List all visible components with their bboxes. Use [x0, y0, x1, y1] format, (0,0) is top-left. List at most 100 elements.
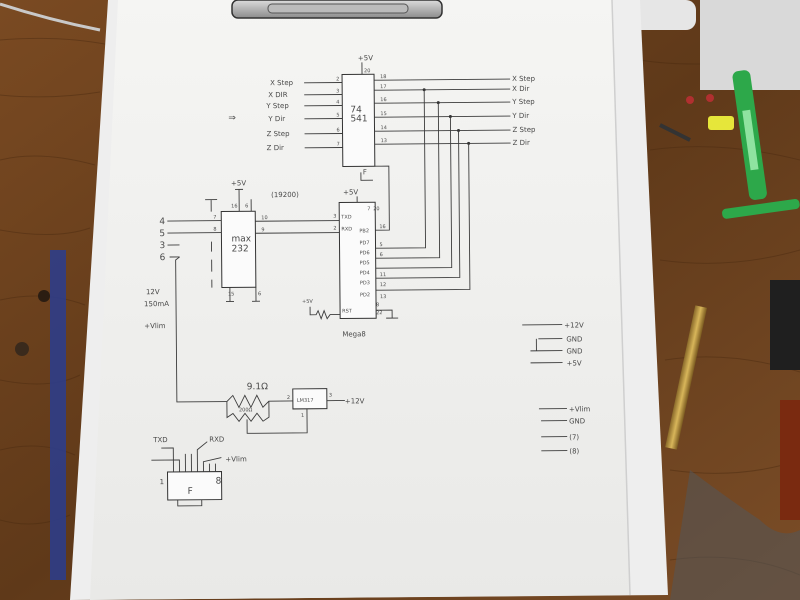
svg-text:1: 1 [301, 413, 304, 419]
output-x-dir: X Dir [512, 85, 529, 93]
regulator-lm317 [292, 388, 328, 410]
svg-text:PD3: PD3 [360, 280, 370, 286]
connector-vlim: +Vlim [225, 455, 247, 463]
svg-text:PD2: PD2 [360, 292, 370, 298]
clipboard-clip [231, 0, 443, 19]
desk-hole-2 [15, 342, 29, 356]
svg-text:15: 15 [228, 291, 234, 297]
blue-board-edge [50, 250, 66, 580]
svg-text:18: 18 [380, 74, 386, 80]
output-x-step: X Step [512, 75, 536, 83]
svg-text:GND: GND [569, 417, 585, 425]
schematic: 74 541 +5V 20 F X Step X DIR Y Step Y Di… [144, 54, 591, 507]
arrow-marker: ⇒ [228, 113, 236, 123]
ic-74541-label-2: 541 [350, 114, 367, 124]
svg-text:7: 7 [337, 142, 340, 148]
svg-text:RST: RST [342, 308, 353, 314]
svg-text:16: 16 [380, 97, 386, 103]
buffer-outputs: 18 17 16 15 14 13 X Step X Dir Y Step Y … [374, 74, 536, 291]
svg-text:8: 8 [213, 227, 216, 233]
input-z-step: Z Step [267, 130, 291, 138]
svg-text:2: 2 [333, 226, 336, 232]
cable [0, 2, 101, 32]
svg-text:16: 16 [231, 203, 237, 209]
connector-f [166, 471, 223, 501]
svg-text:5: 5 [379, 242, 382, 248]
input-x-step: X Step [270, 79, 294, 87]
svg-text:GND: GND [566, 335, 582, 343]
svg-text:3: 3 [336, 89, 339, 95]
svg-text:17: 17 [380, 84, 386, 90]
input-y-dir: Y Dir [267, 115, 285, 123]
output-z-step: Z Step [512, 126, 536, 134]
svg-text:(7): (7) [569, 433, 579, 441]
desk-hole [38, 290, 50, 302]
svg-text:PD6: PD6 [360, 250, 370, 256]
output-y-step: Y Step [511, 98, 535, 106]
connector-label: F [188, 487, 193, 497]
svg-text:9: 9 [261, 227, 264, 233]
ic-74541 [341, 73, 376, 167]
svg-text:PD7: PD7 [359, 240, 369, 246]
ic-74541-power: +5V [358, 54, 373, 62]
svg-text:5: 5 [336, 113, 339, 119]
svg-text:3: 3 [329, 393, 332, 399]
svg-text:13: 13 [380, 294, 386, 300]
svg-text:4: 4 [336, 100, 339, 106]
svg-text:22: 22 [376, 310, 382, 316]
ic-74541-label: 74 [350, 105, 362, 115]
ic-max232-power: +5V [231, 179, 246, 187]
svg-text:6: 6 [258, 291, 261, 297]
svg-text:10: 10 [261, 215, 267, 221]
note-150ma: 150mA [144, 300, 169, 308]
svg-text:8: 8 [216, 477, 222, 487]
svg-text:+12V: +12V [564, 321, 584, 329]
svg-text:20: 20 [373, 206, 379, 212]
regulator-label: LM317 [297, 398, 314, 404]
svg-text:1: 1 [160, 478, 165, 486]
baud-rate: (19200) [271, 191, 299, 199]
svg-text:14: 14 [380, 125, 386, 131]
svg-text:6: 6 [160, 253, 166, 263]
svg-text:7: 7 [367, 206, 370, 212]
svg-text:+5V: +5V [567, 359, 582, 367]
svg-text:PD5: PD5 [360, 260, 370, 266]
svg-text:6: 6 [245, 203, 248, 209]
ic-max232-label: max [231, 234, 251, 244]
svg-text:6: 6 [336, 128, 339, 134]
svg-text:PB2: PB2 [359, 228, 369, 234]
input-y-step: Y Step [265, 102, 289, 110]
svg-text:6: 6 [380, 252, 383, 258]
ic-max232-label-2: 232 [232, 244, 249, 254]
legend-power: +12V GND GND +5V [522, 321, 584, 368]
connector-txd: TXD [152, 436, 168, 444]
svg-text:TXD: TXD [340, 214, 352, 220]
db9-pins: 4 5 3 6 7 8 [159, 215, 222, 263]
resistor-r2: 200Ω [239, 407, 253, 413]
svg-text:16: 16 [379, 224, 385, 230]
svg-text:RXD: RXD [341, 226, 352, 232]
regulator-output: +12V [345, 397, 365, 405]
svg-text:+Vlim: +Vlim [569, 405, 591, 413]
note-vlim: +Vlim [144, 322, 166, 330]
svg-text:(8): (8) [569, 447, 579, 455]
svg-text:8: 8 [376, 302, 379, 308]
svg-text:4: 4 [159, 217, 165, 227]
ic-mega8-label: Mega8 [342, 330, 366, 338]
svg-text:2: 2 [336, 77, 339, 83]
output-z-dir: Z Dir [513, 139, 530, 147]
output-y-dir: Y Dir [511, 112, 529, 120]
svg-text:12: 12 [380, 282, 386, 288]
svg-text:13: 13 [381, 138, 387, 144]
ic-mega8-power: +5V [343, 188, 358, 196]
input-x-dir: X DIR [268, 91, 288, 99]
connector-rxd: RXD [209, 436, 224, 444]
buffer-inputs: X Step X DIR Y Step Y Dir Z Step Z Dir 2… [228, 77, 343, 152]
input-z-dir: Z Dir [267, 144, 284, 152]
svg-text:15: 15 [380, 111, 386, 117]
svg-text:7: 7 [213, 215, 216, 221]
ic-74541-bottom-pin: F [363, 168, 367, 176]
note-12v: 12V [146, 288, 160, 296]
svg-text:11: 11 [380, 272, 386, 278]
